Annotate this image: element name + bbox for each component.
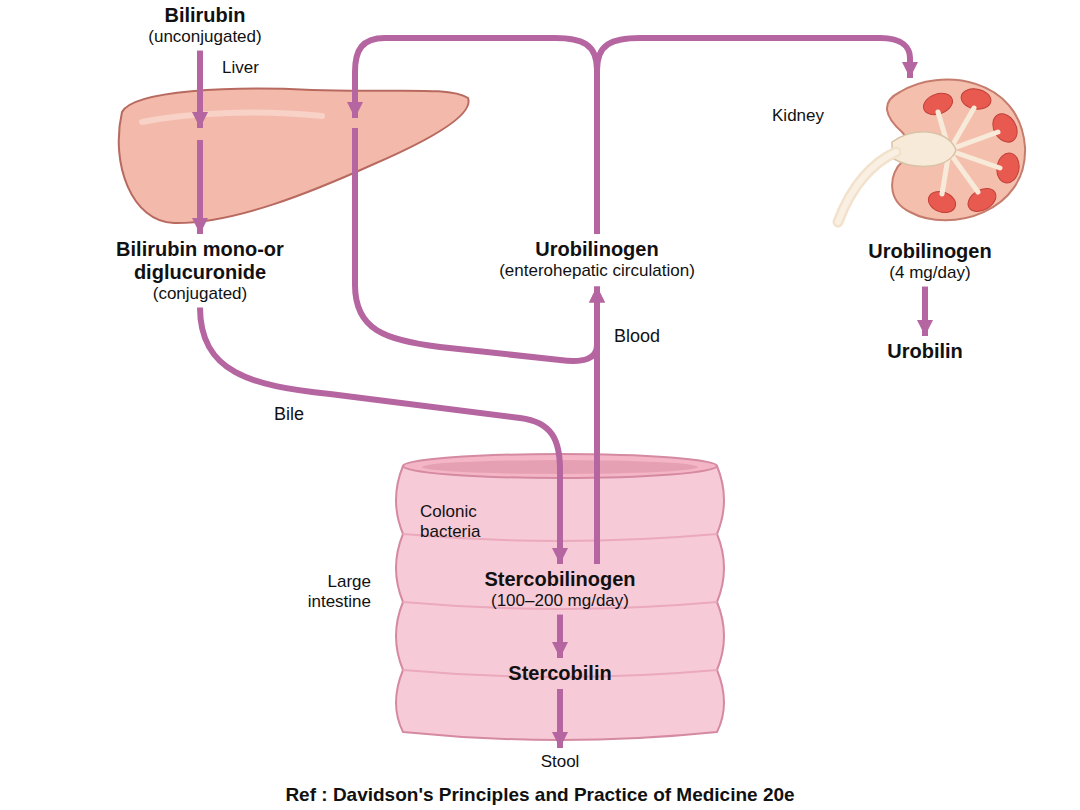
pigment-label: Bilirubin(unconjugated) xyxy=(148,4,261,47)
flow-arrow xyxy=(197,140,203,234)
route-label: Bile xyxy=(272,404,306,425)
pigment-name: Urobilinogen xyxy=(868,240,991,263)
flow-arrow xyxy=(557,615,563,658)
large-intestine: Large intestineStercobilinogen(100–200 m… xyxy=(385,450,735,740)
organ-label: Liver xyxy=(222,58,259,78)
kidney-organ: Kidney xyxy=(830,72,1030,227)
pigment-label: Urobilinogen(4 mg/day) xyxy=(868,240,991,283)
pigment-label: Stercobilinogen(100–200 mg/day) xyxy=(484,568,635,611)
pigment-name: Stool xyxy=(541,752,580,772)
organ-label: Large intestine xyxy=(291,572,371,611)
pigment-label: Urobilin xyxy=(887,340,963,363)
liver-organ: Liver xyxy=(112,82,472,227)
flow-arrow xyxy=(557,689,563,748)
organ-label: Kidney xyxy=(772,106,824,126)
pigment-name: Urobilin xyxy=(887,340,963,363)
route-label: Blood xyxy=(612,326,662,347)
pigment-note: (100–200 mg/day) xyxy=(484,591,635,611)
pigment-label: Stercobilin xyxy=(508,662,611,685)
pigment-name: Bilirubin xyxy=(148,4,261,27)
pigment-label: Urobilinogen(enterohepatic circulation) xyxy=(492,238,702,281)
pigment-note: (4 mg/day) xyxy=(868,263,991,283)
pigment-name: Stercobilinogen xyxy=(484,568,635,591)
liver-illustration xyxy=(112,82,472,227)
flow-arrow xyxy=(197,51,203,128)
pigment-note: (conjugated) xyxy=(110,284,290,304)
kidney-illustration xyxy=(830,72,1030,227)
pigment-name: Stercobilin xyxy=(508,662,611,685)
flow-arrow xyxy=(922,287,928,336)
pigment-label: Bilirubin mono-or diglucuronide(conjugat… xyxy=(110,238,290,304)
pigment-note: (enterohepatic circulation) xyxy=(492,261,702,281)
region-note: Colonic bacteria xyxy=(420,502,510,541)
flow-arrow xyxy=(597,38,910,234)
pigment-name: Urobilinogen xyxy=(492,238,702,261)
pigment-note: (unconjugated) xyxy=(148,27,261,47)
stool-label: Stool xyxy=(541,752,580,772)
source-caption: Ref : Davidson's Principles and Practice… xyxy=(0,784,1080,806)
pigment-name: Bilirubin mono-or diglucuronide xyxy=(110,238,290,284)
